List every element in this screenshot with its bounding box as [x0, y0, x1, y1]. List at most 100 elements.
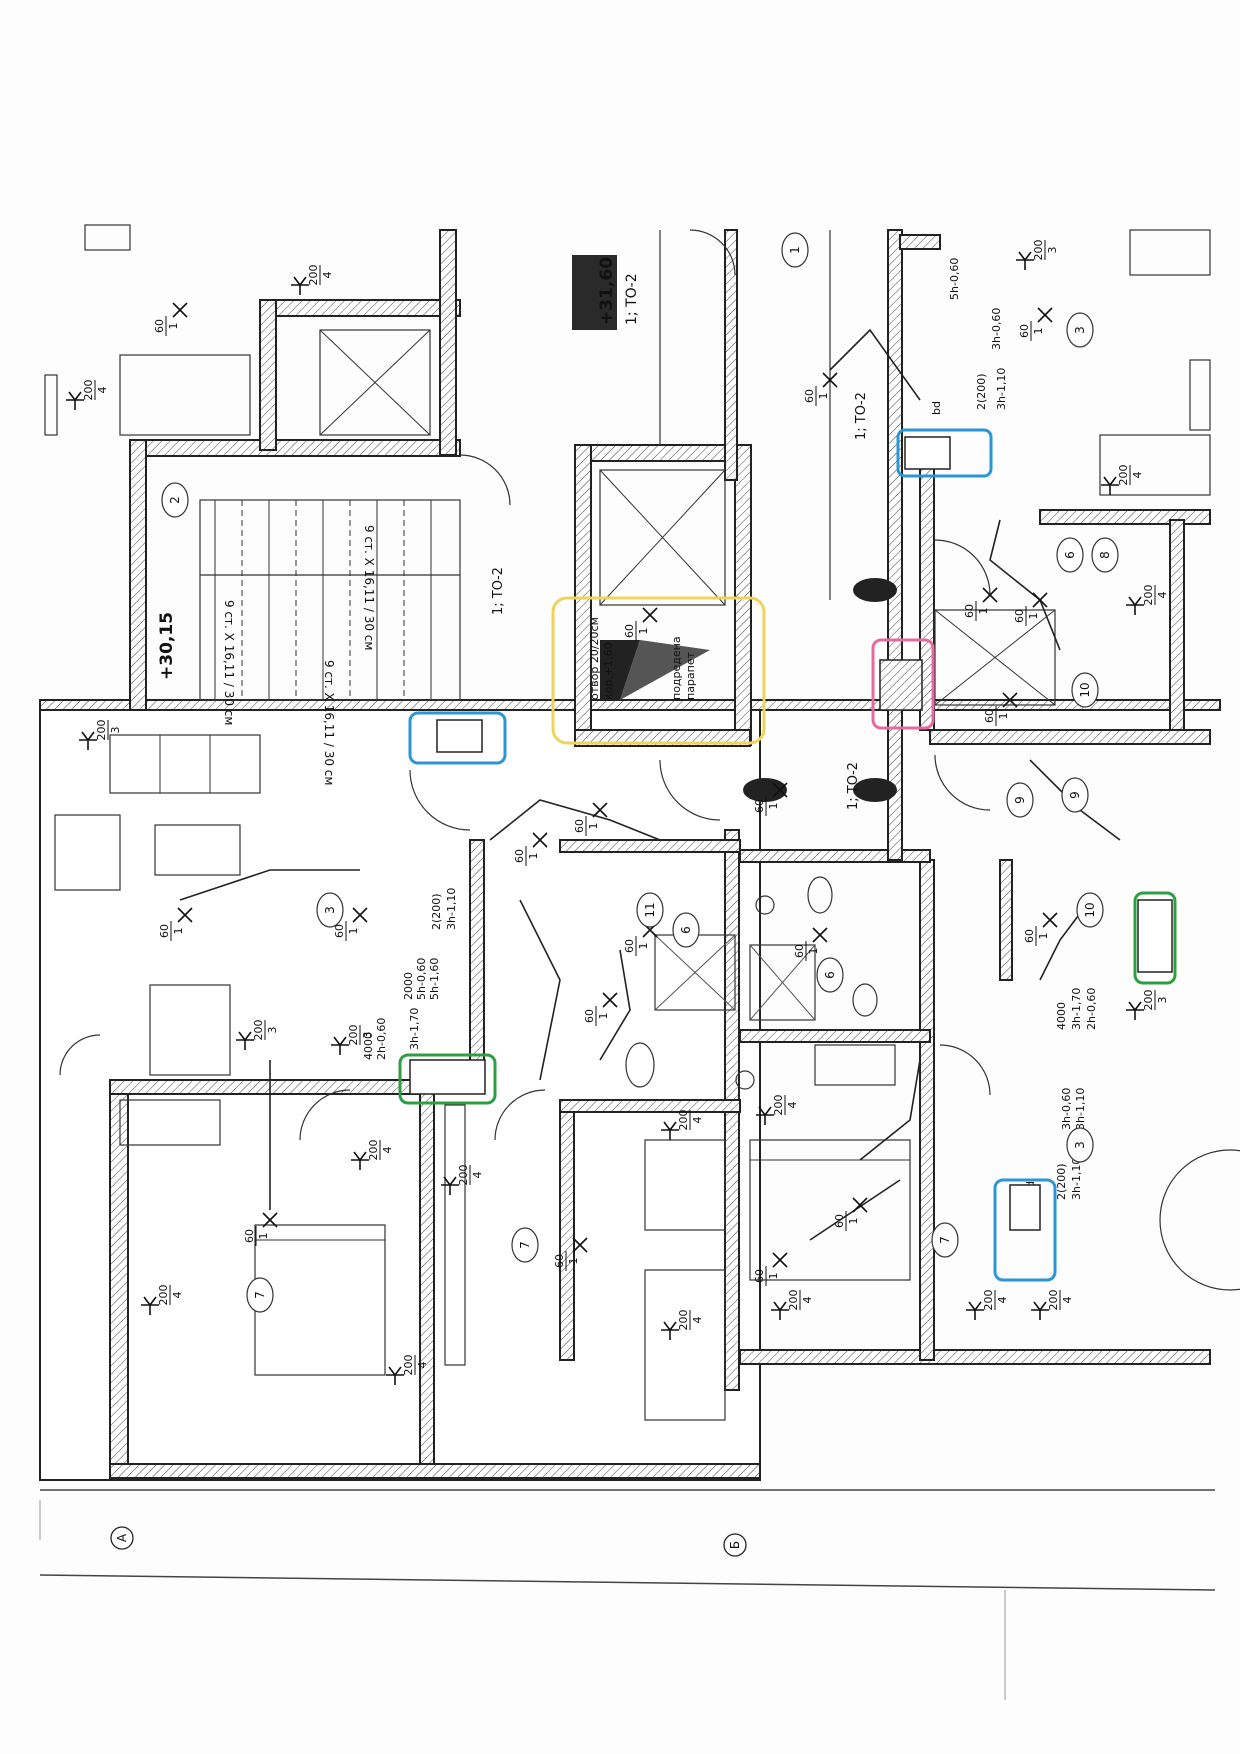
light-fixture-mark — [572, 1237, 588, 1253]
light-tag-qty: 1 — [637, 628, 650, 635]
outlet-spec: 3h-1,10 — [995, 368, 1008, 410]
light-fixture-mark — [982, 587, 998, 603]
light-tag-value: 60 — [803, 389, 816, 403]
light-tag-qty: 1 — [587, 823, 600, 830]
light-tag-value: 60 — [333, 924, 346, 938]
light-fixture-mark — [1042, 912, 1058, 928]
socket-tag-value: 200 — [367, 1140, 380, 1161]
stair-flight-label: 9 ст. Х 16,11 / 30 см — [362, 525, 376, 650]
light-tag-value: 60 — [1023, 929, 1036, 943]
room-number: 9 — [1013, 796, 1027, 804]
room-number: 3 — [1073, 1141, 1087, 1149]
socket-outlet-mark — [771, 1301, 789, 1320]
socket-outlet-mark — [331, 1036, 349, 1055]
room-number: 7 — [938, 1236, 952, 1244]
light-tag-value: 60 — [833, 1214, 846, 1228]
socket-outlet-mark — [441, 1176, 459, 1195]
room-number: 3 — [1073, 326, 1087, 334]
light-tag-qty: 1 — [597, 1013, 610, 1020]
socket-tag-qty: 4 — [691, 1317, 704, 1324]
socket-outlet-mark — [236, 1031, 254, 1050]
light-tag-qty: 1 — [767, 803, 780, 810]
light-fixture-mark — [602, 992, 618, 1008]
socket-outlet-mark — [79, 731, 97, 750]
room-number: 3 — [323, 906, 337, 914]
socket-tag-value: 200 — [1032, 240, 1045, 261]
light-fixture-mark — [1002, 692, 1018, 708]
light-tag-value: 60 — [573, 819, 586, 833]
light-tag-qty: 1 — [637, 943, 650, 950]
socket-tag-qty: 4 — [381, 1147, 394, 1154]
outlet-spec: 2(200) — [430, 893, 443, 930]
light-tag-qty: 1 — [817, 393, 830, 400]
light-tag-qty: 1 — [172, 928, 185, 935]
light-tag-qty: 1 — [167, 323, 180, 330]
furniture — [44, 224, 1240, 1421]
socket-outlet-mark — [291, 276, 309, 295]
lift-shaft-right — [934, 609, 1056, 706]
light-fixture-mark — [172, 302, 188, 318]
highlight-blue — [408, 711, 507, 765]
light-tag-value: 60 — [753, 1269, 766, 1283]
light-tag-value: 60 — [623, 939, 636, 953]
socket-tag-value: 200 — [677, 1310, 690, 1331]
room-number: 6 — [823, 971, 837, 979]
light-tag-value: 60 — [793, 944, 806, 958]
highlight-annotations — [398, 428, 1177, 1282]
stair-notes: 9 ст. Х 16,11 / 30 см 9 ст. Х 16,11 / 30… — [222, 525, 376, 785]
socket-tag-value: 200 — [787, 1290, 800, 1311]
room-number: 6 — [679, 926, 693, 934]
socket-tag-value: 200 — [252, 1020, 265, 1041]
outlet-spec: 4000 — [1055, 1002, 1068, 1030]
light-fixture-mark — [642, 607, 658, 623]
outlet-spec: 3h-1,70 — [1070, 988, 1083, 1030]
light-fixture-mark — [262, 1212, 278, 1228]
room-number: 7 — [253, 1291, 267, 1299]
shaft-note-line: отвор 20/20см — [588, 617, 601, 700]
socket-outlet-mark — [661, 1121, 679, 1140]
socket-tag-qty: 3 — [361, 1032, 374, 1039]
room-number: 10 — [1078, 682, 1092, 697]
socket-tag-qty: 3 — [109, 727, 122, 734]
socket-outlet-mark — [1101, 476, 1119, 495]
room-number-bubble — [1071, 672, 1099, 708]
socket-tag-qty: 4 — [321, 272, 334, 279]
light-fixture-mark — [592, 802, 608, 818]
light-fixture-mark — [822, 372, 838, 388]
socket-outlet-mark — [756, 1106, 774, 1125]
light-tag-value: 60 — [623, 624, 636, 638]
room-number-bubble — [1061, 777, 1089, 813]
room-number: 10 — [1083, 902, 1097, 917]
light-tag-value: 60 — [1018, 324, 1031, 338]
room-number-bubble — [1056, 537, 1084, 573]
socket-tag-value: 200 — [1117, 465, 1130, 486]
socket-outlet-mark — [351, 1151, 369, 1170]
board-code: 1; ТО-2 — [491, 567, 506, 615]
socket-outlet-mark — [1126, 596, 1144, 615]
light-tag-qty: 1 — [257, 1233, 270, 1240]
highlight-blue — [896, 428, 993, 478]
light-tag-value: 60 — [158, 924, 171, 938]
panel-label: bd — [930, 401, 943, 415]
socket-tag-value: 200 — [457, 1165, 470, 1186]
outlet-spec: 3h-1,10 — [445, 888, 458, 930]
room-number-bubble — [161, 482, 189, 518]
building-walls — [39, 229, 1221, 1481]
